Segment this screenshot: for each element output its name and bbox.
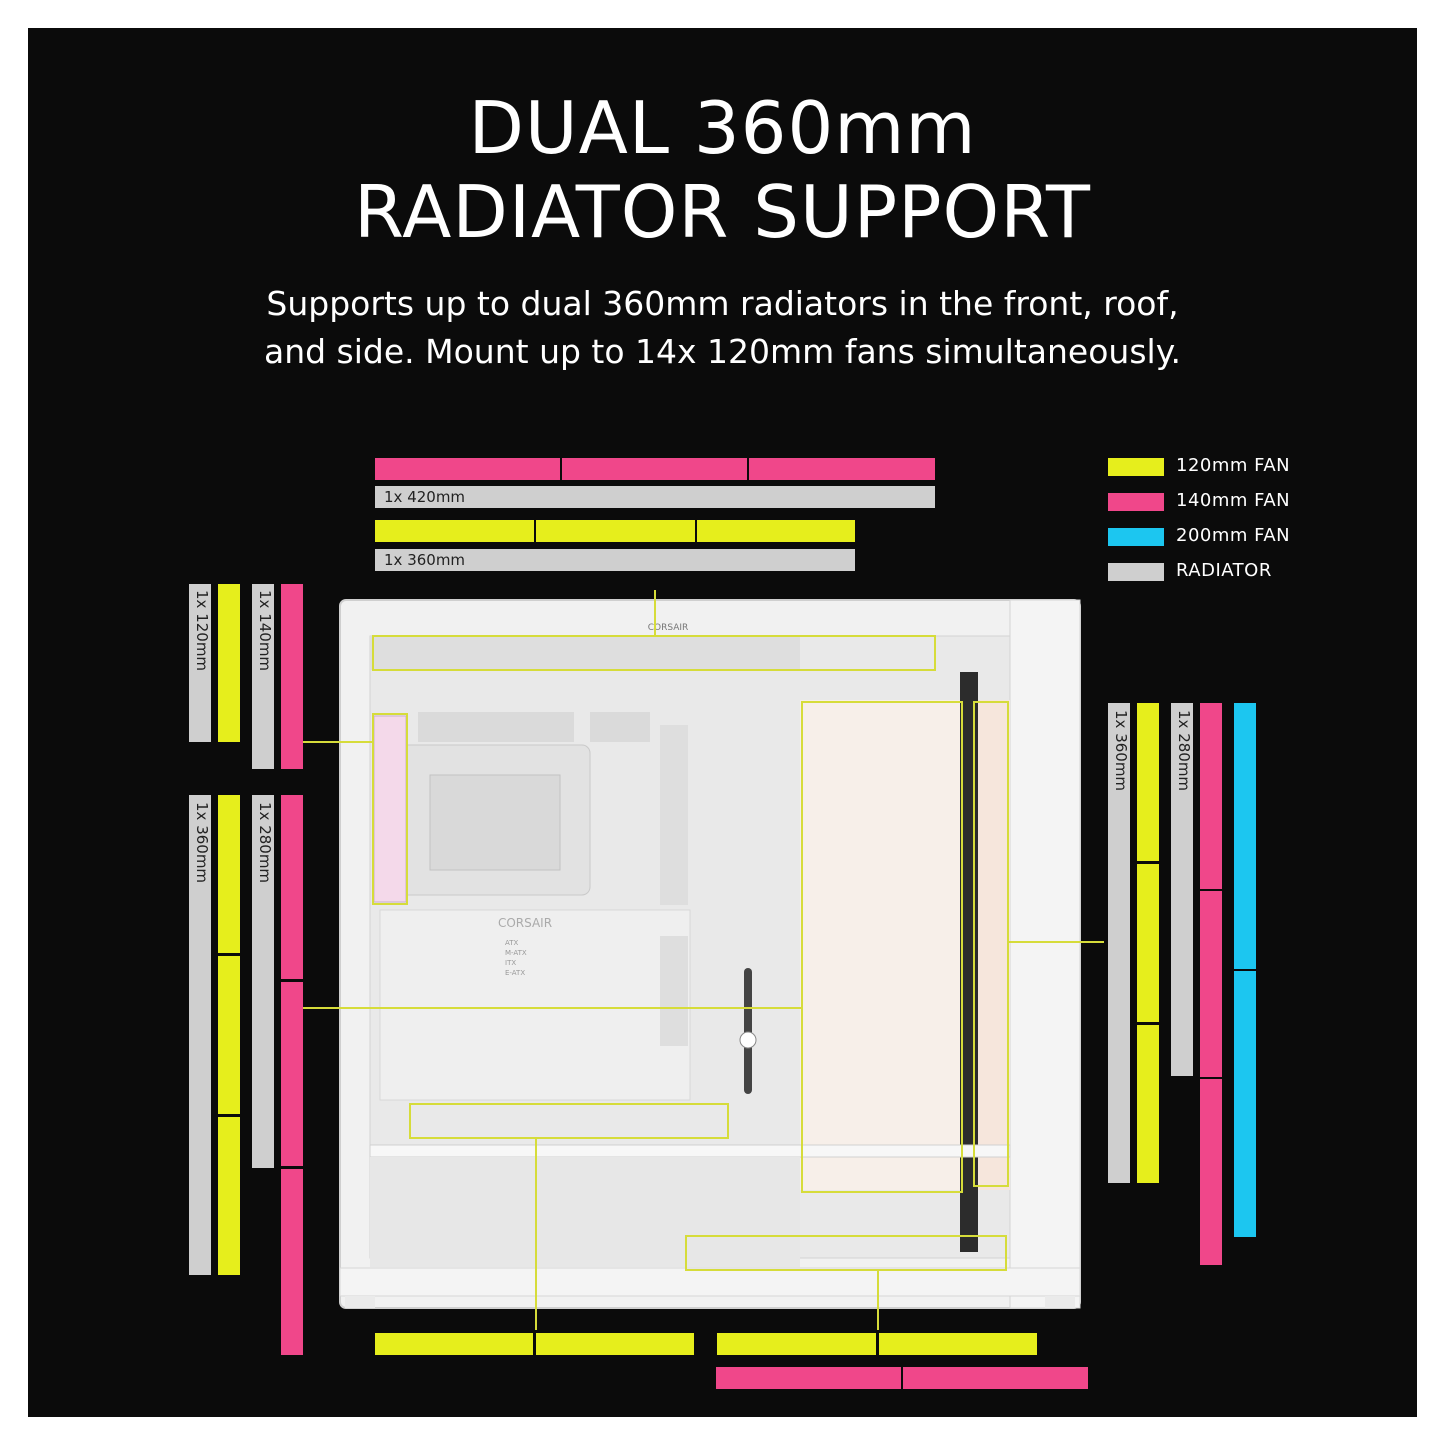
description-line-2: and side. Mount up to 14x 120mm fans sim… [263,332,1182,371]
front-radiator-280 [1171,703,1193,1076]
side-radiator-280 [252,795,274,1168]
legend-swatch-140mm-fan [1108,493,1164,511]
front-radiator-360 [1108,703,1130,1183]
side-140mm-fan-2 [281,982,303,1166]
rear-mount-zone [372,713,408,905]
top-140mm-fan-3 [749,458,935,480]
legend-label-200mm-fan: 200mm FAN [1176,525,1291,546]
top-120mm-fan-1 [375,520,534,542]
front-200mm-fan-2 [1234,971,1256,1237]
top-radiator-360-label: 1x 360mm [384,551,466,569]
side-mount-zone [801,701,963,1193]
front-140mm-fan-2 [1200,891,1222,1077]
rear-radiator-120-label: 1x 120mm [193,590,211,672]
tray-mark-itx: ITX [505,959,516,967]
side-120mm-fan-2 [218,956,240,1114]
top-120mm-fan-3 [697,520,855,542]
bottom-left-120mm-fan-2 [536,1333,694,1355]
side-120mm-fan-1 [218,795,240,953]
front-140mm-fan-1 [1200,703,1222,889]
bottom-right-120mm-fan-2 [879,1333,1037,1355]
side-radiator-360 [189,795,211,1275]
rear-140mm-fan [281,584,303,769]
headline-line-1: DUAL 360mm [468,86,977,170]
top-radiator-420 [375,486,935,508]
side-140mm-fan-3 [281,1169,303,1355]
case-brand-tray: CORSAIR [498,916,552,930]
tray-mark-matx: M-ATX [505,949,527,957]
legend-swatch-200mm-fan [1108,528,1164,546]
case-body [339,599,1081,1309]
side-radiator-280-label: 1x 280mm [256,802,274,884]
top-140mm-fan-1 [375,458,560,480]
mount-zone-outlines [372,635,1009,1271]
front-200mm-fan-1 [1234,703,1256,969]
legend-label-120mm-fan: 120mm FAN [1176,455,1291,476]
bottom-right-120mm-fan-1 [717,1333,876,1355]
side-120mm-fan-3 [218,1117,240,1275]
front-radiator-280-label: 1x 280mm [1175,710,1193,792]
top-140mm-fan-2 [562,458,747,480]
bottom-right-mount-zone [685,1235,1007,1271]
legend-label-radiator: RADIATOR [1176,560,1272,581]
rear-120mm-fan [218,584,240,742]
top-120mm-fan-2 [536,520,695,542]
front-mount-zone [973,701,1009,1187]
front-140mm-fan-3 [1200,1079,1222,1265]
legend-swatch-120mm-fan [1108,458,1164,476]
bottom-140mm-fan-2 [903,1367,1088,1389]
tray-mark-eatx: E-ATX [505,969,525,977]
front-radiator-360-label: 1x 360mm [1112,710,1130,792]
description-line-1: Supports up to dual 360mm radiators in t… [266,284,1179,323]
top-radiator-420-label: 1x 420mm [384,488,466,506]
tray-mark-atx: ATX [505,939,519,947]
rear-radiator-120 [189,584,211,742]
bottom-left-mount-zone [409,1103,729,1139]
front-120mm-fan-3 [1137,1025,1159,1183]
rear-radiator-140 [252,584,274,769]
legend-label-140mm-fan: 140mm FAN [1176,490,1291,511]
side-140mm-fan-1 [281,795,303,979]
bottom-left-120mm-fan-1 [375,1333,533,1355]
front-120mm-fan-1 [1137,703,1159,861]
pc-case-illustration: CORSAIR CORSAIR ATX M-ATX ITX E-ATX [303,590,1104,1330]
bottom-140mm-fan-1 [716,1367,901,1389]
headline-line-2: RADIATOR SUPPORT [354,170,1091,254]
top-radiator-360 [375,549,855,571]
rear-radiator-140-label: 1x 140mm [256,590,274,672]
front-120mm-fan-2 [1137,864,1159,1022]
case-brand-top: CORSAIR [648,623,689,633]
side-radiator-360-label: 1x 360mm [193,802,211,884]
leader-lines [303,590,1104,1330]
legend-swatch-radiator [1108,563,1164,581]
